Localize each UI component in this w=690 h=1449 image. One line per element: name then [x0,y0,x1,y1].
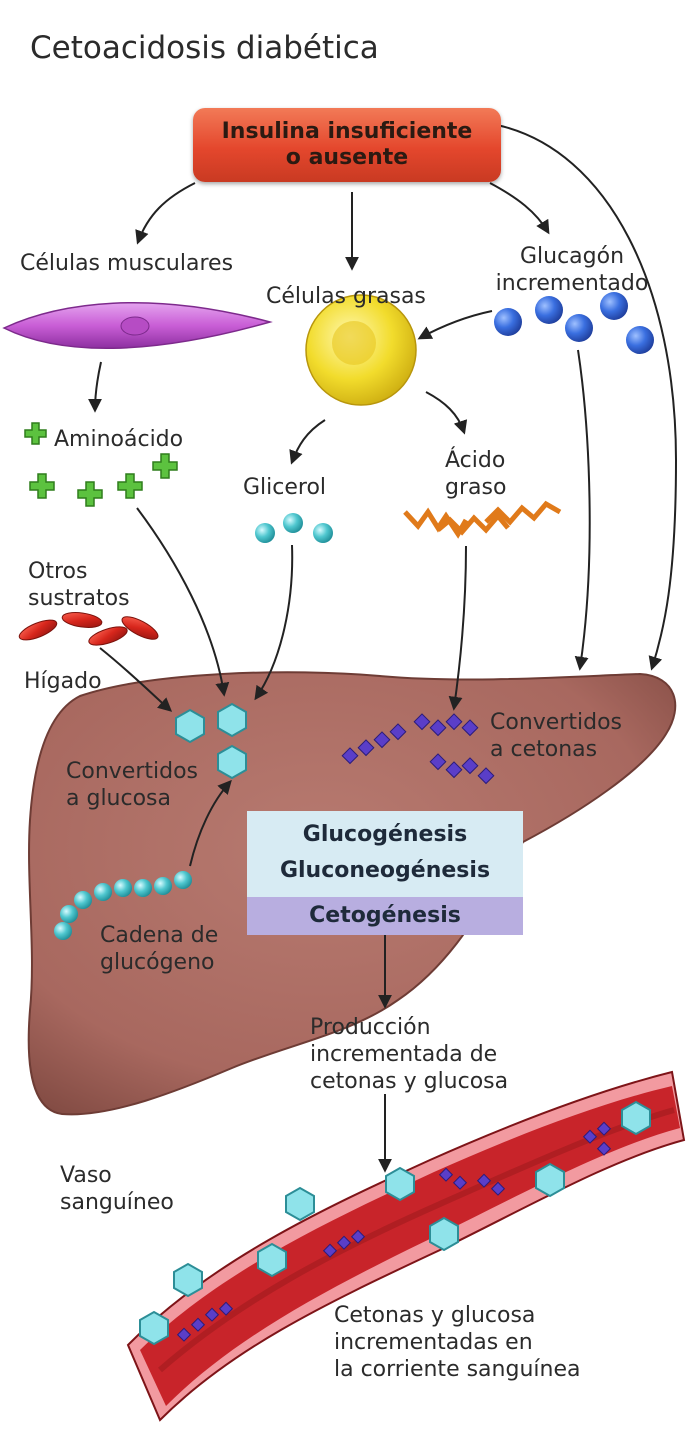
ketone-molecules [341,713,495,785]
converted-ketones-label: Convertidos a cetonas [490,710,622,762]
arrow-muscle-amino [88,361,103,413]
glucose-molecules [175,702,247,780]
arrow-fat-fattyacid [425,391,468,435]
converted-glucose-label: Convertidos a glucosa [66,759,198,811]
fatty-acid-chains [403,500,562,539]
fat-cell [305,294,417,406]
arrow-amino-liver [136,507,230,697]
insulin-line-2: o ausente [285,145,409,170]
glycerol-label: Glicerol [243,475,327,500]
gluconeogenesis-label: Gluconeogénesis [279,858,491,883]
glycogen-chain [54,871,192,940]
insulin-line-1: Insulina insuficiente [221,119,473,144]
amino-acids [24,422,178,507]
production-label: Producción incrementada de cetonas y glu… [310,1015,509,1094]
arrow-glycerol-liver [254,544,294,701]
arrow-glycogen-glucose [189,779,232,867]
process-box: Glucogénesis Gluconeogénesis Cetogénesis [247,811,523,935]
amino-acid-label: Aminoácido [54,427,184,452]
other-substrates-label: Otros sustratos [28,559,130,611]
glycogen-chain-label: Cadena de glucógeno [100,923,219,975]
bloodstream-label: Cetonas y glucosa incrementadas en la co… [334,1303,581,1382]
arrow-insulin-muscle [135,182,196,245]
glycerol-molecules [255,513,333,543]
arrow-fattyacid-liver [448,545,467,711]
other-substrates [18,612,159,646]
arrow-substrates-liver [99,647,173,712]
insulin-box: Insulina insuficiente o ausente [193,108,501,182]
ketogenesis-label: Cetogénesis [247,897,523,935]
diagram-title: Cetoacidosis diabética [30,30,379,66]
vessel-ketones [176,1121,612,1342]
fatty-acid-label: Ácido graso [445,448,507,500]
arrow-glucagon-fat [417,310,493,340]
muscle-cell [2,302,273,350]
glucogenesis-label: Glucogénesis [302,822,468,847]
liver-label: Hígado [24,669,102,694]
arrow-insulin-glucagon [489,182,550,235]
blood-vessel-label: Vaso sanguíneo [60,1163,174,1215]
arrow-insulin-liver [496,124,678,671]
muscle-cells-label: Células musculares [20,251,234,276]
glucagon-molecules [494,292,654,354]
arrow-glucagon-liver [574,349,591,671]
arrows [88,124,678,1173]
glucagon-label: Glucagón incrementado [495,244,649,296]
vessel-glucose [139,1100,651,1346]
arrow-fat-glycerol [289,419,326,465]
fat-cells-label: Células grasas [266,284,426,309]
